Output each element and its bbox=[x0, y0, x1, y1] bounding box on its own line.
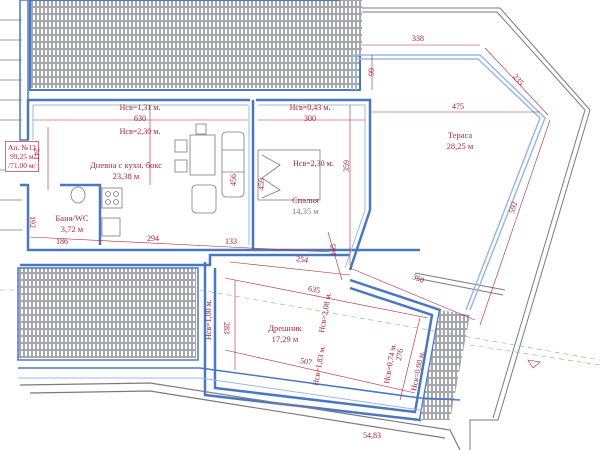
closet-tiles bbox=[420, 310, 470, 420]
closet-name: Дрешник bbox=[268, 323, 302, 333]
dim-corridor-b: 254 bbox=[295, 254, 309, 265]
dim-living-height: 456 bbox=[229, 174, 238, 186]
bedroom-ceiling-low: Нсв=2,30 м. bbox=[293, 159, 334, 168]
roof-edge-bottom bbox=[18, 367, 461, 450]
bedroom-area: 14,35 м bbox=[292, 205, 319, 216]
closet-ceiling-left: Нсв=1,00 м. bbox=[204, 299, 213, 340]
dim-bedroom-height: 359 bbox=[342, 160, 351, 172]
closet-area: 17,29 м bbox=[271, 333, 299, 344]
toilet bbox=[70, 186, 86, 204]
living-room-area: 23,38 м bbox=[112, 170, 140, 181]
dim-roof-bottom: 54,83 bbox=[363, 431, 381, 440]
dimension-lines bbox=[29, 44, 551, 401]
apartment-net-area: /71,00 м/ bbox=[8, 161, 36, 170]
wall-left-stair bbox=[19, 0, 29, 141]
bedroom-label: Спалня 14,35 м bbox=[292, 195, 319, 216]
bathroom-area: 3,72 м bbox=[60, 223, 84, 234]
apartment-number: Ап. №13 bbox=[8, 143, 36, 152]
living-ceiling-low: Нсв=2,30 м. bbox=[119, 127, 161, 136]
level-marker-icon bbox=[527, 359, 541, 369]
dim-closet-left: 283 bbox=[222, 322, 231, 334]
dim-kitchen: 294 bbox=[147, 234, 159, 243]
terrace-name: Тераса bbox=[447, 130, 473, 140]
dim-terrace-top: 338 bbox=[412, 34, 424, 43]
dim-corridor-c: 165 bbox=[329, 244, 338, 256]
bedroom-ceiling-top: Нсв=0,43 м. bbox=[289, 103, 331, 112]
bedroom-name: Спалня bbox=[292, 195, 319, 205]
dim-bath-height: 192 bbox=[28, 216, 37, 228]
bathroom-name: Баня/WC bbox=[55, 213, 89, 223]
bathroom-label: Баня/WC 3,72 м bbox=[55, 213, 88, 234]
dim-living-left: 241 bbox=[32, 148, 41, 160]
dim-bath-width: 186 bbox=[56, 237, 68, 246]
apartment-walls bbox=[20, 98, 420, 271]
dim-terrace-width: 475 bbox=[452, 102, 464, 111]
dining-table bbox=[174, 123, 216, 176]
dim-terrace-step: 99 bbox=[367, 68, 376, 76]
wardrobe bbox=[257, 149, 321, 201]
living-ceiling-top: Нсв=1,31 м. bbox=[119, 103, 161, 112]
kitchen-stove bbox=[101, 187, 123, 209]
bedroom-width-dim: 300 bbox=[304, 114, 316, 123]
living-room-label: Дневна с кухн. бокс 23,38 м bbox=[90, 160, 162, 181]
apartment-total-area: 99,25 м bbox=[10, 152, 34, 161]
apartment-info: Ап. №13 99,25 м /71,00 м/ bbox=[5, 141, 39, 172]
kitchen-sink bbox=[101, 217, 121, 237]
living-width-dim: 630 bbox=[134, 114, 146, 123]
terrace-outline bbox=[362, 7, 591, 450]
roof-tiles-top bbox=[29, 0, 362, 91]
living-room-name: Дневна с кухн. бокс bbox=[89, 160, 163, 170]
dim-corridor-a: 133 bbox=[225, 237, 237, 246]
closet-label: Дрешник 17,29 м bbox=[268, 323, 302, 344]
terrace-label: Тераса 28,25 м bbox=[447, 130, 474, 151]
roof-tiles-middle bbox=[17, 267, 199, 361]
terrace-wall bbox=[351, 54, 546, 311]
dim-bedroom-door: 459 bbox=[257, 178, 266, 190]
inner-wall-lines bbox=[32, 104, 366, 269]
staircase bbox=[0, 19, 22, 231]
guide-lines bbox=[0, 289, 600, 366]
sofa bbox=[221, 131, 245, 198]
terrace-area: 28,25 м bbox=[446, 140, 474, 151]
armchair bbox=[191, 184, 217, 214]
